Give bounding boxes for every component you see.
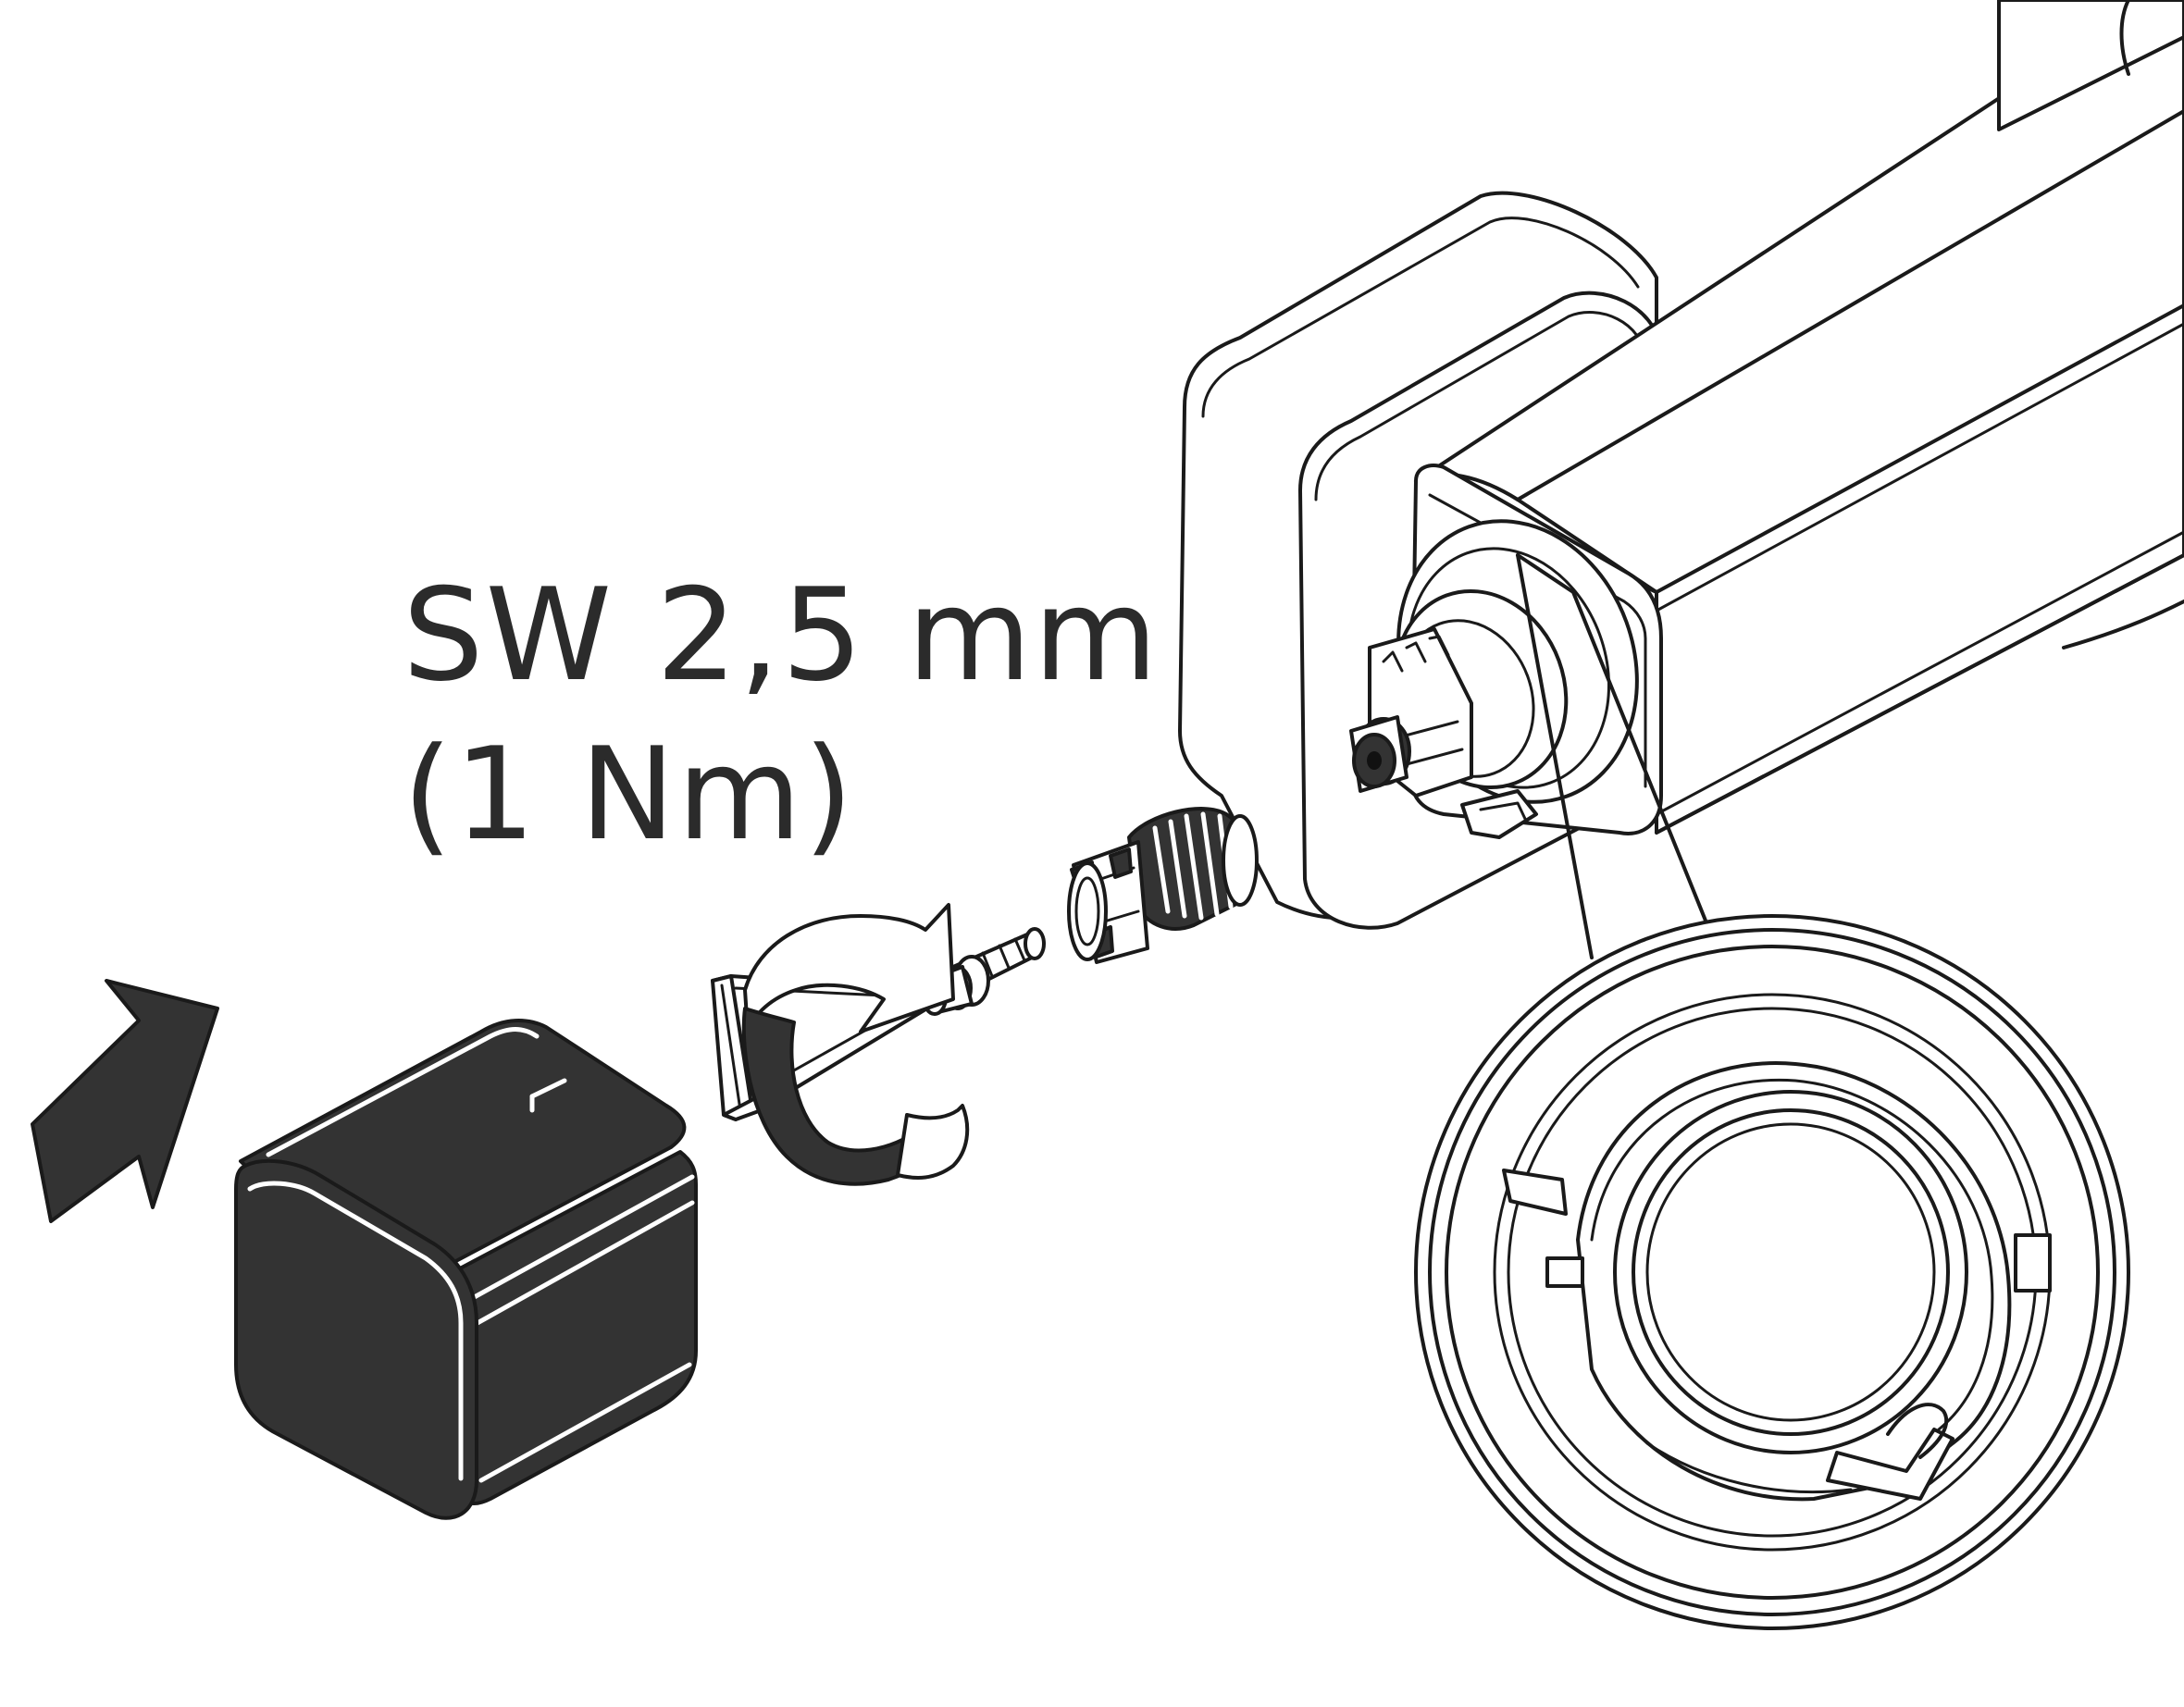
detail-magnifier-icon xyxy=(1414,553,2130,1630)
adapter-sleeve-icon xyxy=(1067,807,1259,964)
valve-body-icon xyxy=(1178,0,2184,930)
push-arrow-icon xyxy=(31,979,219,1223)
handle-cap-icon xyxy=(234,1019,698,1520)
rotation-arrow-icon xyxy=(741,903,970,1186)
tool-size-label: SW 2,5 mm xyxy=(403,561,1160,710)
torque-label: (1 Nm) xyxy=(403,720,856,869)
